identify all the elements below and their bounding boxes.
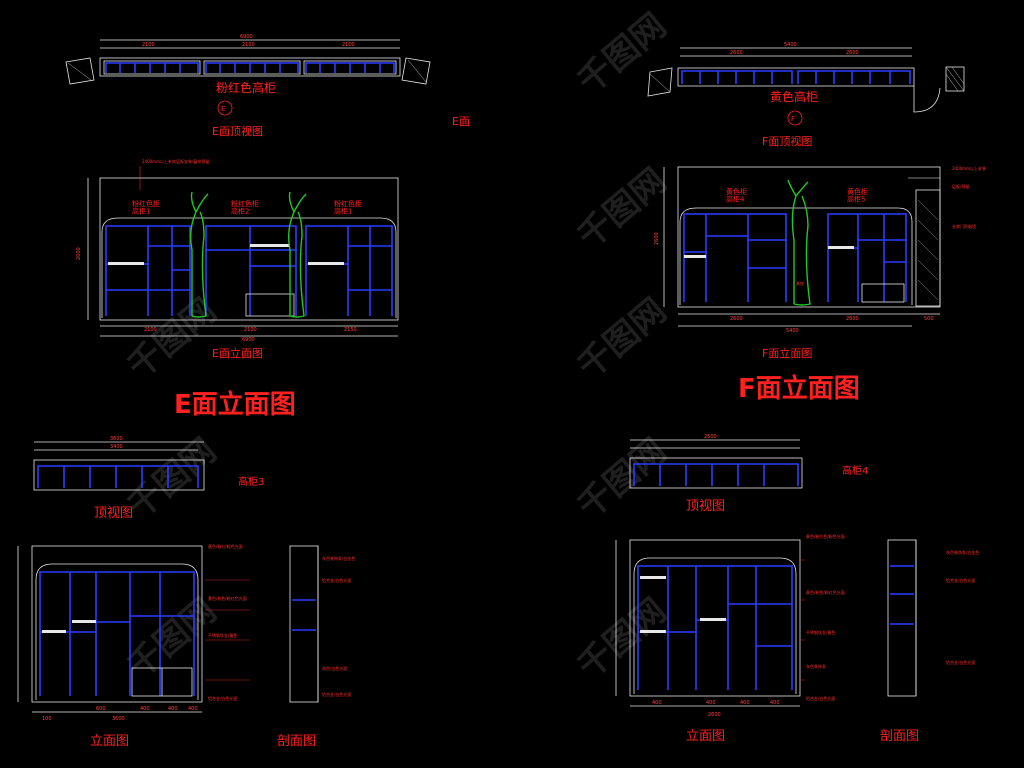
callout-e: E [221, 105, 225, 113]
dim: 2500 [704, 434, 717, 440]
cabinet-label: 粉红色柜高柜2 [231, 199, 259, 216]
view-caption: F面立面图 [762, 346, 812, 360]
section-caption: 剖面图 [277, 734, 316, 749]
dim-bottom: 2600 [846, 316, 859, 322]
note: 灰色装饰条 [806, 663, 826, 669]
dim-total: 5400 [784, 42, 797, 48]
dim-bottom: 600 [96, 706, 106, 712]
view-caption: 立面图 [90, 734, 129, 749]
view-caption: 立面图 [686, 729, 725, 744]
watermark: 千图网 [570, 6, 674, 102]
note: 铝合金/白色光面 [946, 659, 975, 665]
note: 灰色/白色光面 [322, 665, 347, 671]
cabinet3-section: 灰色装饰条/白金色 铝合金/白色光面 灰色/白色光面 铝合金/白色光面 剖面图 [277, 545, 355, 749]
note: 铝合金/白色光面 [322, 691, 351, 697]
dim-bottom: 2100 [244, 327, 257, 333]
dim-bottom: 2100 [144, 327, 157, 333]
callout-f: F [791, 115, 795, 123]
view-caption: F面顶视图 [762, 134, 812, 148]
cabinet3-top-plan: 3600 3400 高柜3 顶视图 [33, 436, 264, 521]
dim-bottom: 2150 [344, 327, 357, 333]
dim-bottom: 400 [188, 706, 198, 712]
dim-bottom: 2600 [730, 316, 743, 322]
cabinet-label: 粉红色柜高柜1 [334, 199, 362, 216]
dim-bottom: 400 [140, 706, 150, 712]
note: 铝合金/白色光面 [946, 577, 975, 583]
note: 黄色/粉色/粉红色光面 [208, 595, 247, 601]
dim-height: 2600 [76, 247, 82, 260]
dim-bottom: 400 [770, 700, 780, 706]
note: 层板/预留 [952, 183, 969, 189]
marker-e: E面 [452, 115, 470, 128]
e-top-plan: 6900 2100 2100 2100 粉红色高柜 E E面顶视图 E面 [65, 34, 470, 138]
note: 装饰 [796, 280, 804, 286]
note: 灰色装饰条/白金色 [322, 555, 355, 561]
note: 黄色/粉色/粉红色光面 [806, 589, 845, 595]
dim-total: 6900 [240, 34, 253, 40]
section-caption: 剖面图 [880, 729, 919, 744]
dim-total: 3600 [112, 716, 125, 722]
dim-total: 6900 [242, 337, 255, 343]
watermark: 千图网 [120, 591, 224, 687]
note: 不锈钢钛金/黄色 [806, 629, 835, 635]
watermark: 千图网 [570, 591, 674, 687]
view-caption: 顶视图 [686, 499, 725, 514]
watermark: 千图网 [120, 431, 224, 527]
cabinet4-top-plan: 2500 高柜4 顶视图 [629, 434, 868, 514]
dim-sub: 2600 [846, 50, 859, 56]
watermark-layer: 千图网 千图网 千图网 千图网 千图网 千图网 千图网 千图网 [120, 6, 674, 687]
big-title-e: E面立面图 [174, 389, 296, 420]
note: 不锈钢钛金/黄色 [208, 632, 237, 638]
watermark: 千图网 [570, 431, 674, 527]
cabinet-label: 粉红色柜高柜1 [132, 199, 160, 216]
cabinet-name: 黄色高柜 [770, 89, 818, 104]
dim: 3600 [110, 436, 123, 442]
view-caption: E面顶视图 [212, 124, 263, 138]
note: 铝合金/白色光面 [322, 577, 351, 583]
note: 黄色/粉红色/粉色光面 [806, 533, 845, 539]
dim-total: 2600 [708, 712, 721, 718]
dim-sub: 2100 [242, 42, 255, 48]
cabinet-label: 黄色柜高柜4 [726, 187, 747, 204]
dim-bottom: 100 [42, 716, 52, 722]
e-elevation: 2400mm以上有效层板安装/窗帘预留 2600 粉红色柜高柜1 粉红色柜高柜2… [76, 158, 399, 360]
cabinet-name: 粉红色高柜 [216, 80, 276, 95]
dim-bottom: 500 [924, 316, 934, 322]
dim-bottom: 400 [740, 700, 750, 706]
f-top-plan: 5400 2600 2600 黄色高柜 F F面顶视图 [647, 42, 965, 148]
cabinet4-elevation: 黄色/粉红色/粉色光面 黄色/粉色/粉红色光面 不锈钢钛金/黄色 灰色装饰条 铝… [615, 533, 845, 744]
cabinet3-elevation: 黄色/粉红/粉色光面 黄色/粉色/粉红色光面 不锈钢钛金/黄色 铝合金/白色光面… [17, 543, 250, 749]
cabinet-name: 高柜3 [238, 475, 264, 488]
note: 铝合金/白色光面 [208, 695, 237, 701]
dim-total: 5400 [786, 328, 799, 334]
cabinet4-section: 灰色装饰条/白金色 铝合金/白色光面 铝合金/白色光面 剖面图 [880, 539, 979, 744]
dim-sub: 2100 [342, 42, 355, 48]
view-caption: 顶视图 [94, 506, 133, 521]
dim-sub: 2600 [730, 50, 743, 56]
note: 2400mm以上安装 [952, 165, 986, 171]
note: 铝合金/白色光面 [806, 695, 835, 701]
dim-sub: 2100 [142, 42, 155, 48]
dim: 3400 [110, 444, 123, 450]
view-caption: E面立面图 [212, 346, 263, 360]
note: 黄色/粉红/粉色光面 [208, 543, 243, 549]
f-elevation: 2400mm以上安装 层板/预留 仓库门防烟墙 2600 黄色柜高柜4 黄色柜高… [654, 165, 986, 360]
cabinet-name: 高柜4 [842, 464, 868, 477]
dim-height: 2600 [654, 232, 660, 245]
dim-bottom: 400 [706, 700, 716, 706]
dim-bottom: 400 [168, 706, 178, 712]
note: 灰色装饰条/白金色 [946, 549, 979, 555]
cabinet-label: 黄色柜高柜5 [847, 187, 868, 204]
note: 仓库门防烟墙 [952, 223, 976, 229]
watermark: 千图网 [570, 291, 674, 387]
big-title-f: F面立面图 [738, 373, 860, 404]
note: 2400mm以上有效层板安装/窗帘预留 [142, 158, 209, 164]
dim-bottom: 400 [652, 700, 662, 706]
